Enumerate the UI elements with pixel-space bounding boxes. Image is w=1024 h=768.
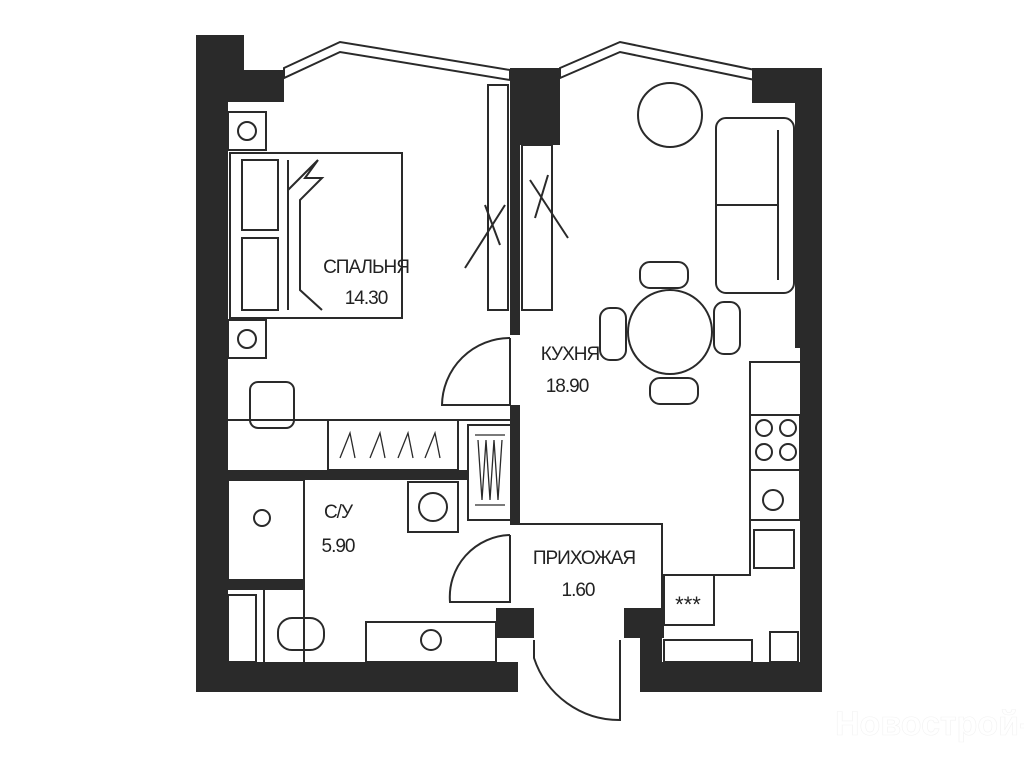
room-area: 18.90 bbox=[546, 376, 589, 397]
room-name: КУХНЯ bbox=[541, 344, 600, 365]
room-label-hallway: ПРИХОЖАЯ 1.60 bbox=[533, 548, 637, 601]
room-name: СПАЛЬНЯ bbox=[323, 257, 409, 278]
watermark: Новострой-М bbox=[835, 705, 1024, 743]
room-label-kitchen: КУХНЯ 18.90 bbox=[541, 344, 601, 397]
bathroom-fixtures bbox=[227, 479, 442, 651]
doors bbox=[440, 84, 621, 722]
kitchen-furniture: *** bbox=[599, 82, 797, 617]
room-area: 5.90 bbox=[322, 536, 355, 557]
room-label-bathroom: С/У 5.90 bbox=[322, 502, 356, 557]
windows bbox=[227, 40, 799, 663]
walls bbox=[196, 35, 822, 692]
room-name: ПРИХОЖАЯ bbox=[533, 548, 636, 569]
svg-text:***: *** bbox=[675, 592, 701, 617]
bed bbox=[227, 111, 441, 459]
room-label-bedroom: СПАЛЬНЯ 14.30 bbox=[323, 257, 410, 309]
room-area: 1.60 bbox=[562, 580, 595, 601]
room-name: С/У bbox=[324, 502, 354, 523]
room-area: 14.30 bbox=[345, 288, 388, 309]
